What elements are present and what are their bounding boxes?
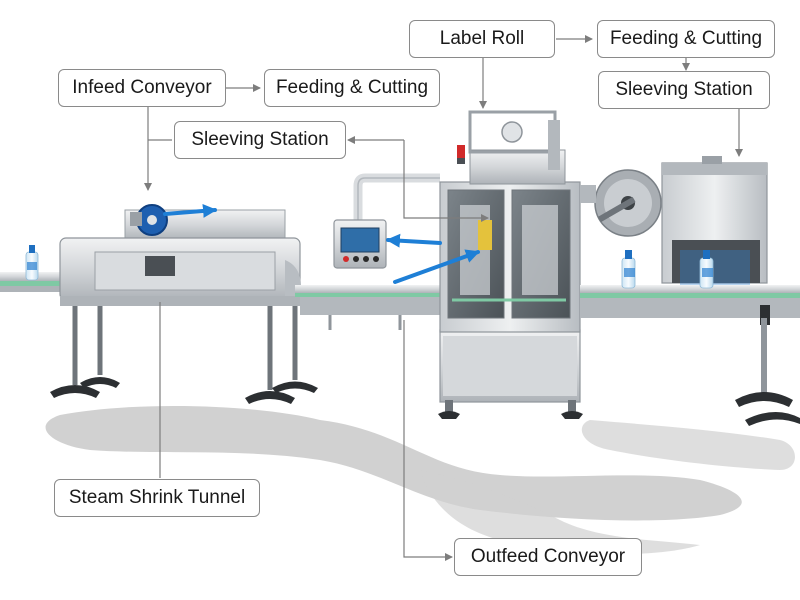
connector-lines: [144, 35, 743, 561]
transfer-conveyor-legs: [328, 315, 402, 330]
callout-arrows: [163, 203, 480, 284]
outfeed-bottles: [621, 250, 714, 289]
outfeed-conveyor-label: Outfeed Conveyor: [454, 538, 642, 576]
outfeed-conveyor: [580, 285, 800, 426]
infeed-bottles: [25, 245, 39, 281]
sleeving-station-left-label: Sleeving Station: [174, 121, 346, 159]
steam-shrink-tunnel: [59, 204, 305, 306]
sleeving-station-right-label: Sleeving Station: [598, 71, 770, 109]
tunnel-legs: [72, 305, 298, 390]
label-roll-label: Label Roll: [409, 20, 555, 58]
infeed-conveyor-label: Infeed Conveyor: [58, 69, 226, 107]
tunnel-feet: [50, 377, 318, 404]
steam-shrink-tunnel-label: Steam Shrink Tunnel: [54, 479, 260, 517]
transfer-conveyor: [295, 285, 445, 315]
main-sleeving-machine: [438, 110, 583, 419]
feeding-cutting-mid-label: Feeding & Cutting: [264, 69, 440, 107]
right-station-cabinet: [661, 156, 768, 285]
label-roll: [580, 169, 662, 237]
floor-shadow: [45, 405, 795, 555]
feeding-cutting-top-label: Feeding & Cutting: [597, 20, 775, 58]
control-panel: [333, 173, 440, 269]
